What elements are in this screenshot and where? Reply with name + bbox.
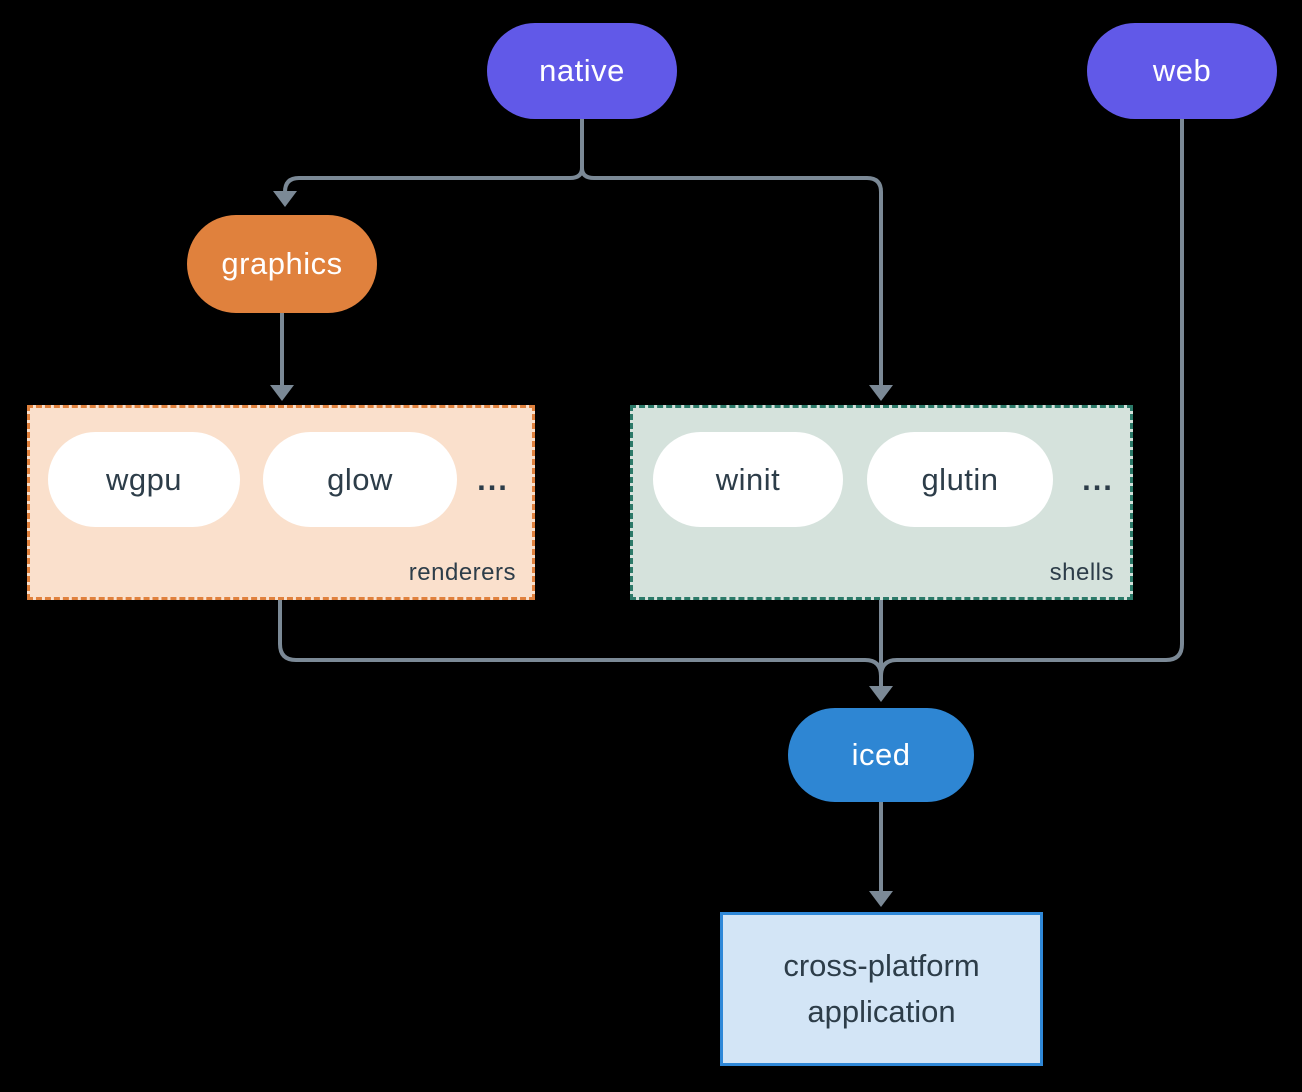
edge-renderers-iced	[278, 600, 883, 677]
node-application-label: cross-platform application	[783, 947, 980, 1030]
node-cross-platform-application: cross-platform application	[720, 912, 1043, 1066]
node-iced: iced	[788, 708, 974, 802]
group-shells: winit glutin ... shells	[630, 405, 1133, 600]
arrowhead-application	[869, 891, 893, 907]
shells-ellipsis: ...	[1082, 461, 1114, 497]
node-iced-label: iced	[851, 737, 911, 772]
arrowhead-renderers	[270, 385, 294, 401]
renderers-group-label: renderers	[408, 559, 516, 586]
renderers-ellipsis: ...	[477, 461, 509, 497]
arrowhead-shells	[869, 385, 893, 401]
node-glutin: glutin	[867, 432, 1053, 527]
node-web: web	[1087, 23, 1277, 119]
arrowhead-graphics	[273, 191, 297, 207]
node-graphics-label: graphics	[221, 246, 343, 281]
node-winit-label: winit	[715, 461, 781, 497]
node-glutin-label: glutin	[921, 461, 999, 497]
node-web-label: web	[1152, 53, 1212, 88]
node-native: native	[487, 23, 677, 119]
node-wgpu: wgpu	[48, 432, 240, 527]
group-renderers: wgpu glow ... renderers	[27, 405, 535, 600]
node-graphics: graphics	[187, 215, 377, 313]
node-native-label: native	[539, 53, 625, 88]
arrowhead-iced	[869, 686, 893, 702]
node-wgpu-label: wgpu	[105, 461, 183, 497]
node-winit: winit	[653, 432, 843, 527]
edge-native-shells	[580, 118, 883, 387]
shells-group-label: shells	[1049, 559, 1114, 586]
node-glow-label: glow	[327, 461, 393, 497]
node-glow: glow	[263, 432, 457, 527]
edge-native-graphics	[283, 118, 584, 193]
